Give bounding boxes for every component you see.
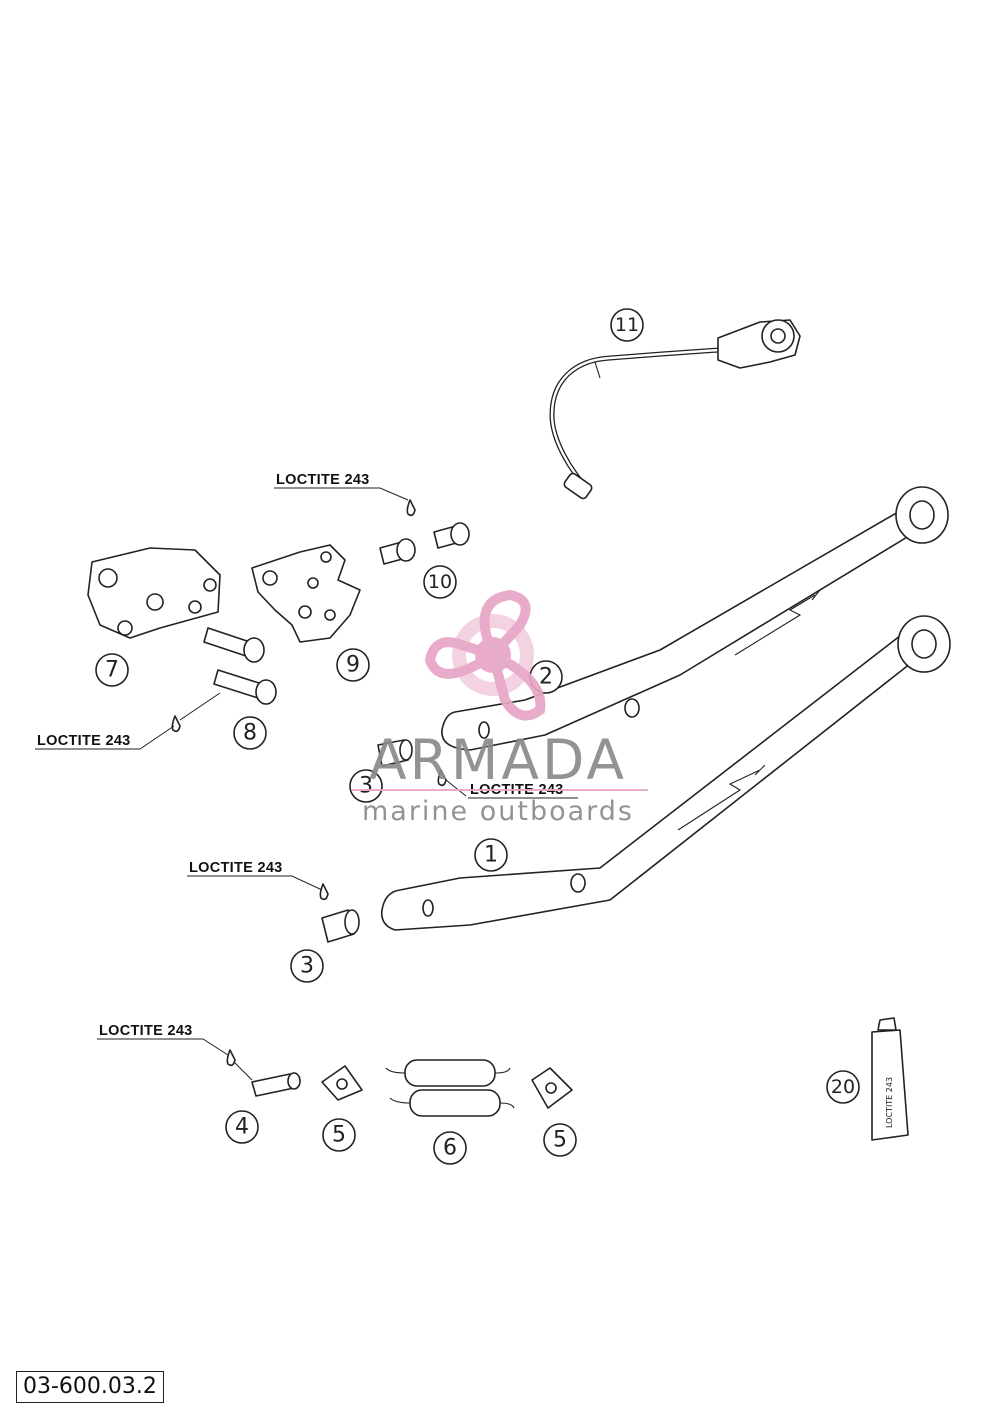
- side-stand-lower-part: [380, 615, 951, 931]
- callout-9: 9: [336, 648, 370, 682]
- sealant-bottle-label: LOCTITE 243: [885, 1077, 894, 1128]
- callout-4: 4: [225, 1110, 259, 1144]
- loctite-label-top: LOCTITE 243: [276, 472, 370, 488]
- svg-text:5: 5: [332, 1123, 346, 1148]
- callout-6: 6: [433, 1131, 467, 1165]
- loctite-label-center-left: LOCTITE 243: [189, 860, 283, 876]
- svg-text:6: 6: [443, 1136, 457, 1161]
- sensor-cable-part: [549, 319, 801, 500]
- svg-text:1: 1: [484, 843, 498, 868]
- watermark-divider: [352, 789, 648, 791]
- sealant-bottle-part: LOCTITE 243: [871, 1017, 909, 1141]
- loctite-label-bottom: LOCTITE 243: [99, 1023, 193, 1039]
- callout-20: 20: [826, 1070, 860, 1104]
- svg-text:2: 2: [539, 665, 553, 690]
- svg-text:8: 8: [243, 721, 257, 746]
- watermark: ARMADA marine outboards: [352, 589, 648, 827]
- svg-text:9: 9: [346, 653, 360, 678]
- side-stand-upper-part: [441, 486, 949, 751]
- mounting-bracket-part: [87, 547, 221, 639]
- bushing-part: [321, 739, 413, 943]
- svg-text:4: 4: [235, 1115, 249, 1140]
- callout-5b: 5: [543, 1123, 577, 1157]
- svg-text:7: 7: [105, 658, 119, 683]
- callout-11: 11: [610, 308, 644, 342]
- loctite-label-left: LOCTITE 243: [37, 733, 131, 749]
- sealant-drop-icon: [171, 499, 447, 1067]
- svg-text:20: 20: [831, 1076, 855, 1098]
- svg-text:11: 11: [615, 314, 639, 336]
- spring-part: [385, 1059, 515, 1117]
- callout-8: 8: [233, 716, 267, 750]
- short-bolt-part: [379, 522, 470, 565]
- spring-plate-part: [321, 1065, 573, 1109]
- propeller-logo-icon: [424, 589, 546, 721]
- watermark-brand-name: ARMADA: [369, 728, 627, 792]
- callout-10: 10: [423, 565, 457, 599]
- loctite-label-group: LOCTITE 243 LOCTITE 243 LOCTITE 243 LOCT…: [35, 472, 578, 1081]
- callout-1: 1: [474, 838, 508, 872]
- callout-5a: 5: [322, 1118, 356, 1152]
- watermark-tagline: marine outboards: [362, 796, 634, 827]
- svg-text:3: 3: [359, 774, 373, 799]
- threaded-stud-part: [251, 1072, 301, 1097]
- svg-text:10: 10: [428, 571, 452, 593]
- svg-text:3: 3: [300, 954, 314, 979]
- callout-3a: 3: [349, 769, 383, 803]
- callout-markers: 1 2 3 3 4 5 5 6 7 8 9 10 11 20: [95, 308, 860, 1165]
- drawing-number-box: 03-600.03.2: [16, 1371, 164, 1403]
- hex-bolt-part: [203, 627, 277, 705]
- svg-text:5: 5: [553, 1128, 567, 1153]
- callout-3b: 3: [290, 949, 324, 983]
- callout-7: 7: [95, 653, 129, 687]
- mounting-plate-part: [251, 544, 361, 643]
